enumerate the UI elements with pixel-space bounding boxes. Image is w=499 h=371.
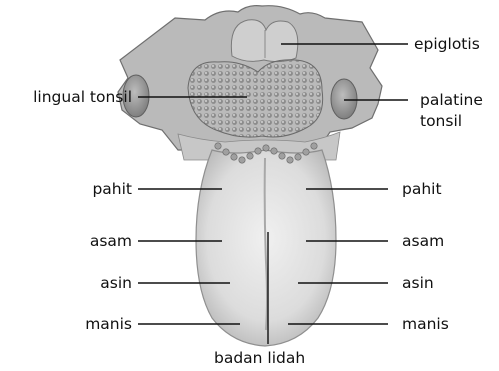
label-pahit-left: pahit [0,180,132,198]
lingual-tonsil-shape [188,60,323,137]
label-tonsil: tonsil [420,112,462,130]
label-epiglotis: epiglotis [414,35,480,53]
label-palatine: palatine [420,91,483,109]
label-asin-left: asin [0,274,132,292]
label-asam-left: asam [0,232,132,250]
label-asin-right: asin [402,274,434,292]
label-manis-left: manis [0,315,132,333]
label-badan-lidah: badan lidah [214,349,305,367]
label-pahit-right: pahit [402,180,442,198]
palatine-tonsil-right [331,79,357,119]
label-asam-right: asam [402,232,444,250]
label-manis-right: manis [402,315,449,333]
label-lingual-tonsil: lingual tonsil [0,88,132,106]
